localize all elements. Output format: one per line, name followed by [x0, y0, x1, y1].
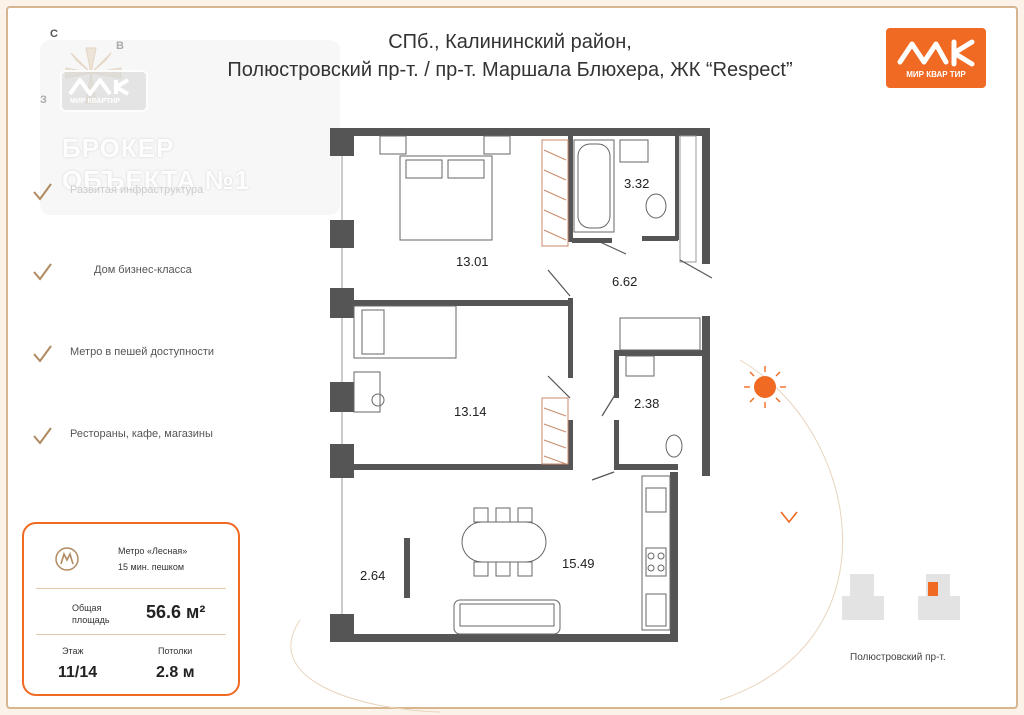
feature-text: Рестораны, кафе, магазины: [70, 428, 213, 440]
room-area-balcony: 2.64: [360, 568, 386, 583]
area-value: 56.6 м²: [146, 602, 206, 622]
sun-icon: [744, 366, 786, 408]
watermark-text: БРОКЕР ОБЪЕКТА №1: [62, 132, 250, 196]
divider: [36, 634, 226, 635]
room-area-kitchen: 15.49: [562, 556, 595, 571]
street-label: Полюстровский пр-т.: [850, 652, 946, 663]
floor-value: 11/14: [58, 664, 98, 681]
watermark-logo-text: МИР КВАРТИР: [70, 98, 121, 105]
feature-text: Метро в пешей доступности: [70, 346, 215, 358]
feature-text: Дом бизнес-класса: [94, 264, 192, 276]
floor-plan: 13.01 3.32 6.62 13.14 2.38 2.64 15.49: [320, 120, 720, 650]
room-area-wc: 2.38: [634, 396, 660, 411]
address-line2: Полюстровский пр-т. / пр-т. Маршала Блюх…: [227, 59, 793, 81]
address-title: СПб., Калининский район, Полюстровский п…: [150, 28, 870, 84]
check-icon: [33, 263, 52, 281]
ceiling-label: Потолки: [158, 646, 193, 656]
check-icon: [33, 427, 52, 445]
info-card: Метро «Лесная» 15 мин. пешком Общая площ…: [22, 522, 240, 696]
feature-item: Метро в пешей доступности: [30, 340, 260, 370]
building-position-icon: [842, 574, 960, 620]
feature-text: Развитая инфраструктура: [70, 184, 204, 196]
feature-item: Рестораны, кафе, магазины: [30, 422, 260, 452]
room-area-bathroom: 3.32: [624, 176, 650, 191]
floor-plan-drawing: [330, 128, 713, 642]
feature-item: Развитая инфраструктура: [30, 178, 260, 208]
divider: [36, 588, 226, 589]
area-label: Общая площадь: [72, 603, 110, 625]
address-line1: СПб., Калининский район,: [388, 31, 632, 53]
watermark-logo: МИР КВАРТИР: [60, 70, 148, 112]
check-icon: [33, 183, 52, 201]
room-area-hall: 6.62: [612, 274, 638, 289]
room-area-room2: 13.14: [454, 404, 487, 419]
watermark-line2: ОБЪЕКТА №1: [62, 165, 251, 195]
floor-label: Этаж: [62, 646, 84, 656]
check-icon: [33, 345, 52, 363]
compass-north: С: [50, 28, 58, 40]
metro-time: 15 мин. пешком: [118, 562, 185, 572]
room-area-bedroom: 13.01: [456, 254, 489, 269]
ceiling-value: 2.8 м: [156, 664, 195, 681]
watermark-line1: БРОКЕР: [62, 133, 175, 163]
watermark: МИР КВАРТИР БРОКЕР ОБЪЕКТА №1: [40, 40, 340, 215]
moon-icon: [269, 614, 284, 644]
metro-icon: [55, 547, 79, 571]
metro-name: Метро «Лесная»: [118, 546, 188, 556]
feature-item: Дом бизнес-класса: [30, 258, 260, 288]
brand-logo-text: МИР КВАР ТИР: [906, 70, 966, 79]
brand-logo: МИР КВАР ТИР: [886, 28, 986, 88]
arrow-down-icon: [780, 511, 798, 524]
